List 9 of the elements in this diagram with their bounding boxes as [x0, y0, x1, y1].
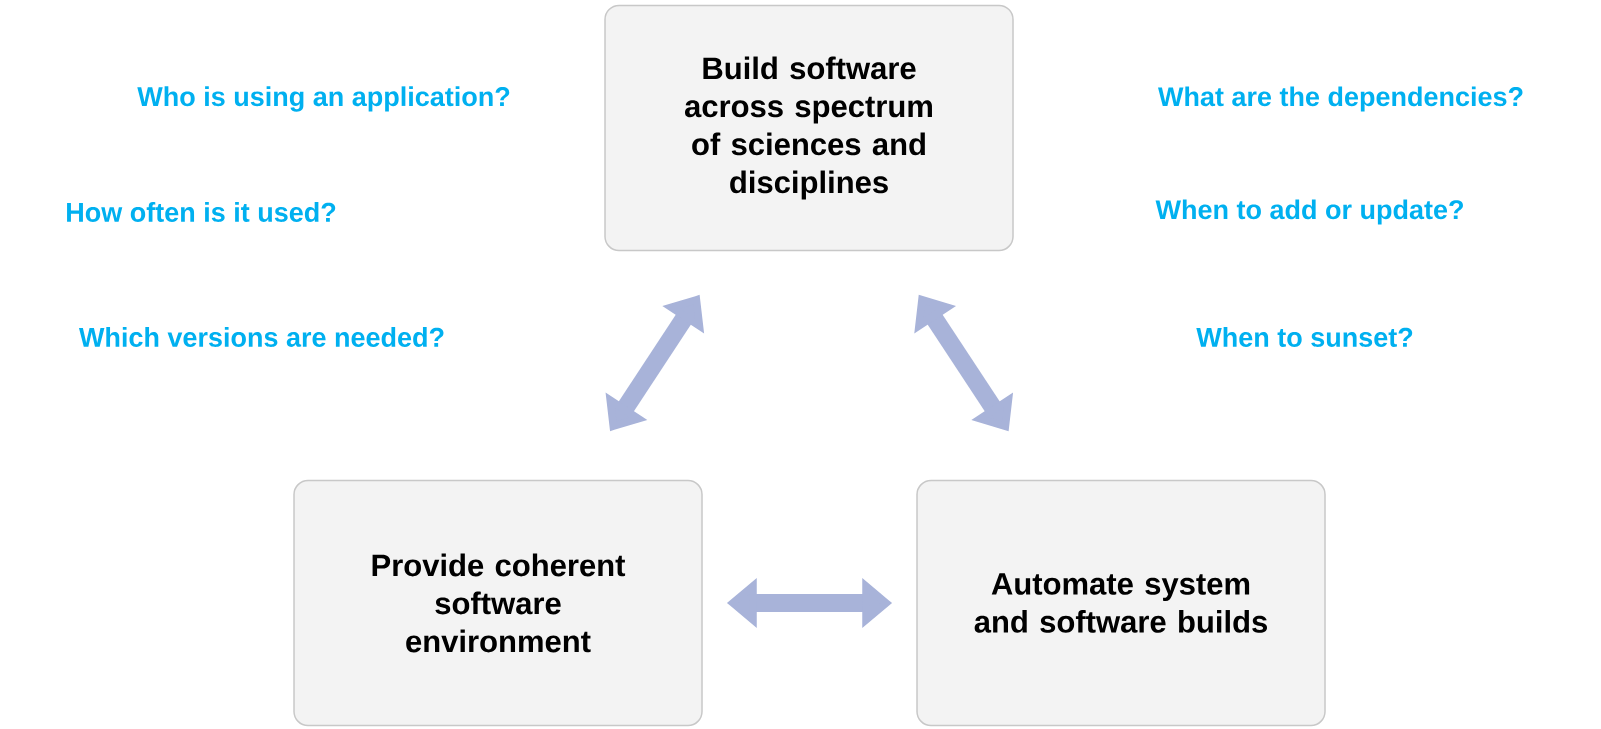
question-text: How often is it used? [67, 202, 336, 222]
question-text: Who is using an application? [137, 86, 510, 112]
question-text: Which versions are needed? [79, 327, 444, 347]
question-text: When to add or update? [1155, 199, 1463, 225]
process-box: Build software across spectrum of sciences and disciplines [604, 4, 1014, 252]
question-text: When to sunset? [1196, 327, 1413, 347]
question-text: What are the dependencies? [1158, 86, 1523, 112]
process-box: Provide coherent software environment [293, 479, 703, 727]
process-box: Automate system and software builds [916, 479, 1326, 727]
